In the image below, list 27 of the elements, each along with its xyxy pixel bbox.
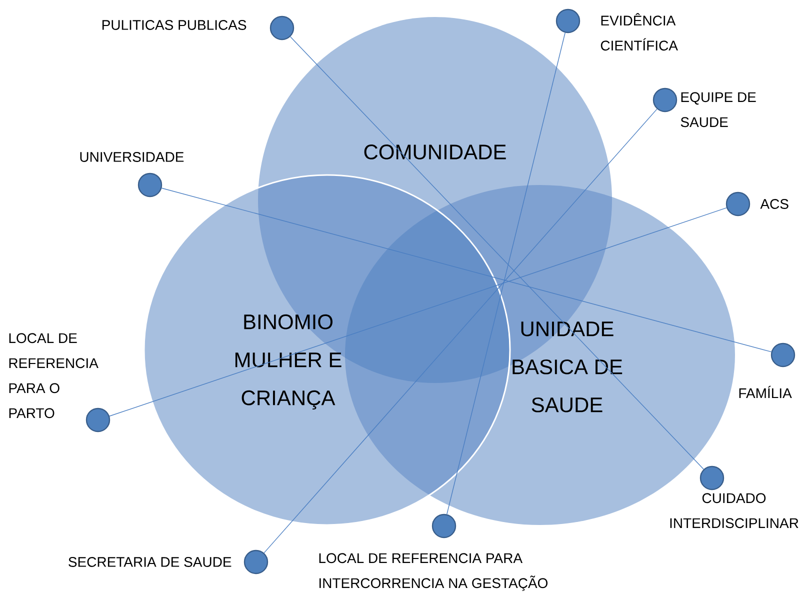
dot-label: PULITICAS PUBLICAS	[102, 20, 246, 30]
connector-line	[161, 188, 772, 352]
dot-marker	[86, 408, 110, 432]
circle-label: UNIDADE BASICA DE SAUDE	[512, 322, 622, 412]
circle-label: BINOMIO MULHER E CRIANÇA	[235, 314, 342, 410]
dot-label: FAMÍLIA	[739, 386, 792, 398]
connector-line	[109, 208, 727, 416]
dot-marker	[138, 172, 162, 198]
dot-marker	[244, 550, 268, 574]
dot-marker	[652, 88, 678, 112]
dot-label: CUIDADO INTERDISCIPLINAR	[670, 493, 798, 528]
dot-marker	[270, 16, 294, 40]
dot-label: LOCAL DE REFERENCIA PARA O PARTO	[9, 333, 98, 418]
circle-label: COMUNIDADE	[364, 144, 506, 160]
connector-line	[264, 108, 658, 554]
dot-label: LOCAL DE REFERENCIA PARA INTERCORRENCIA NA GESTAÇÃO	[319, 553, 548, 591]
dot-marker	[770, 342, 796, 368]
connector-line	[446, 32, 566, 515]
dot-label: EVIDÊNCIA CIENTÍFICA	[600, 13, 678, 51]
dot-marker	[726, 192, 750, 216]
dot-marker	[432, 514, 456, 538]
dot-label: UNIVERSIDADE	[80, 152, 184, 162]
dot-marker	[700, 466, 724, 490]
dot-label: SECRETARIA DE SAUDE	[68, 557, 232, 567]
dot-label: EQUIPE DE SAUDE	[680, 92, 756, 128]
dot-marker	[556, 8, 580, 34]
dot-label: ACS	[760, 199, 788, 209]
